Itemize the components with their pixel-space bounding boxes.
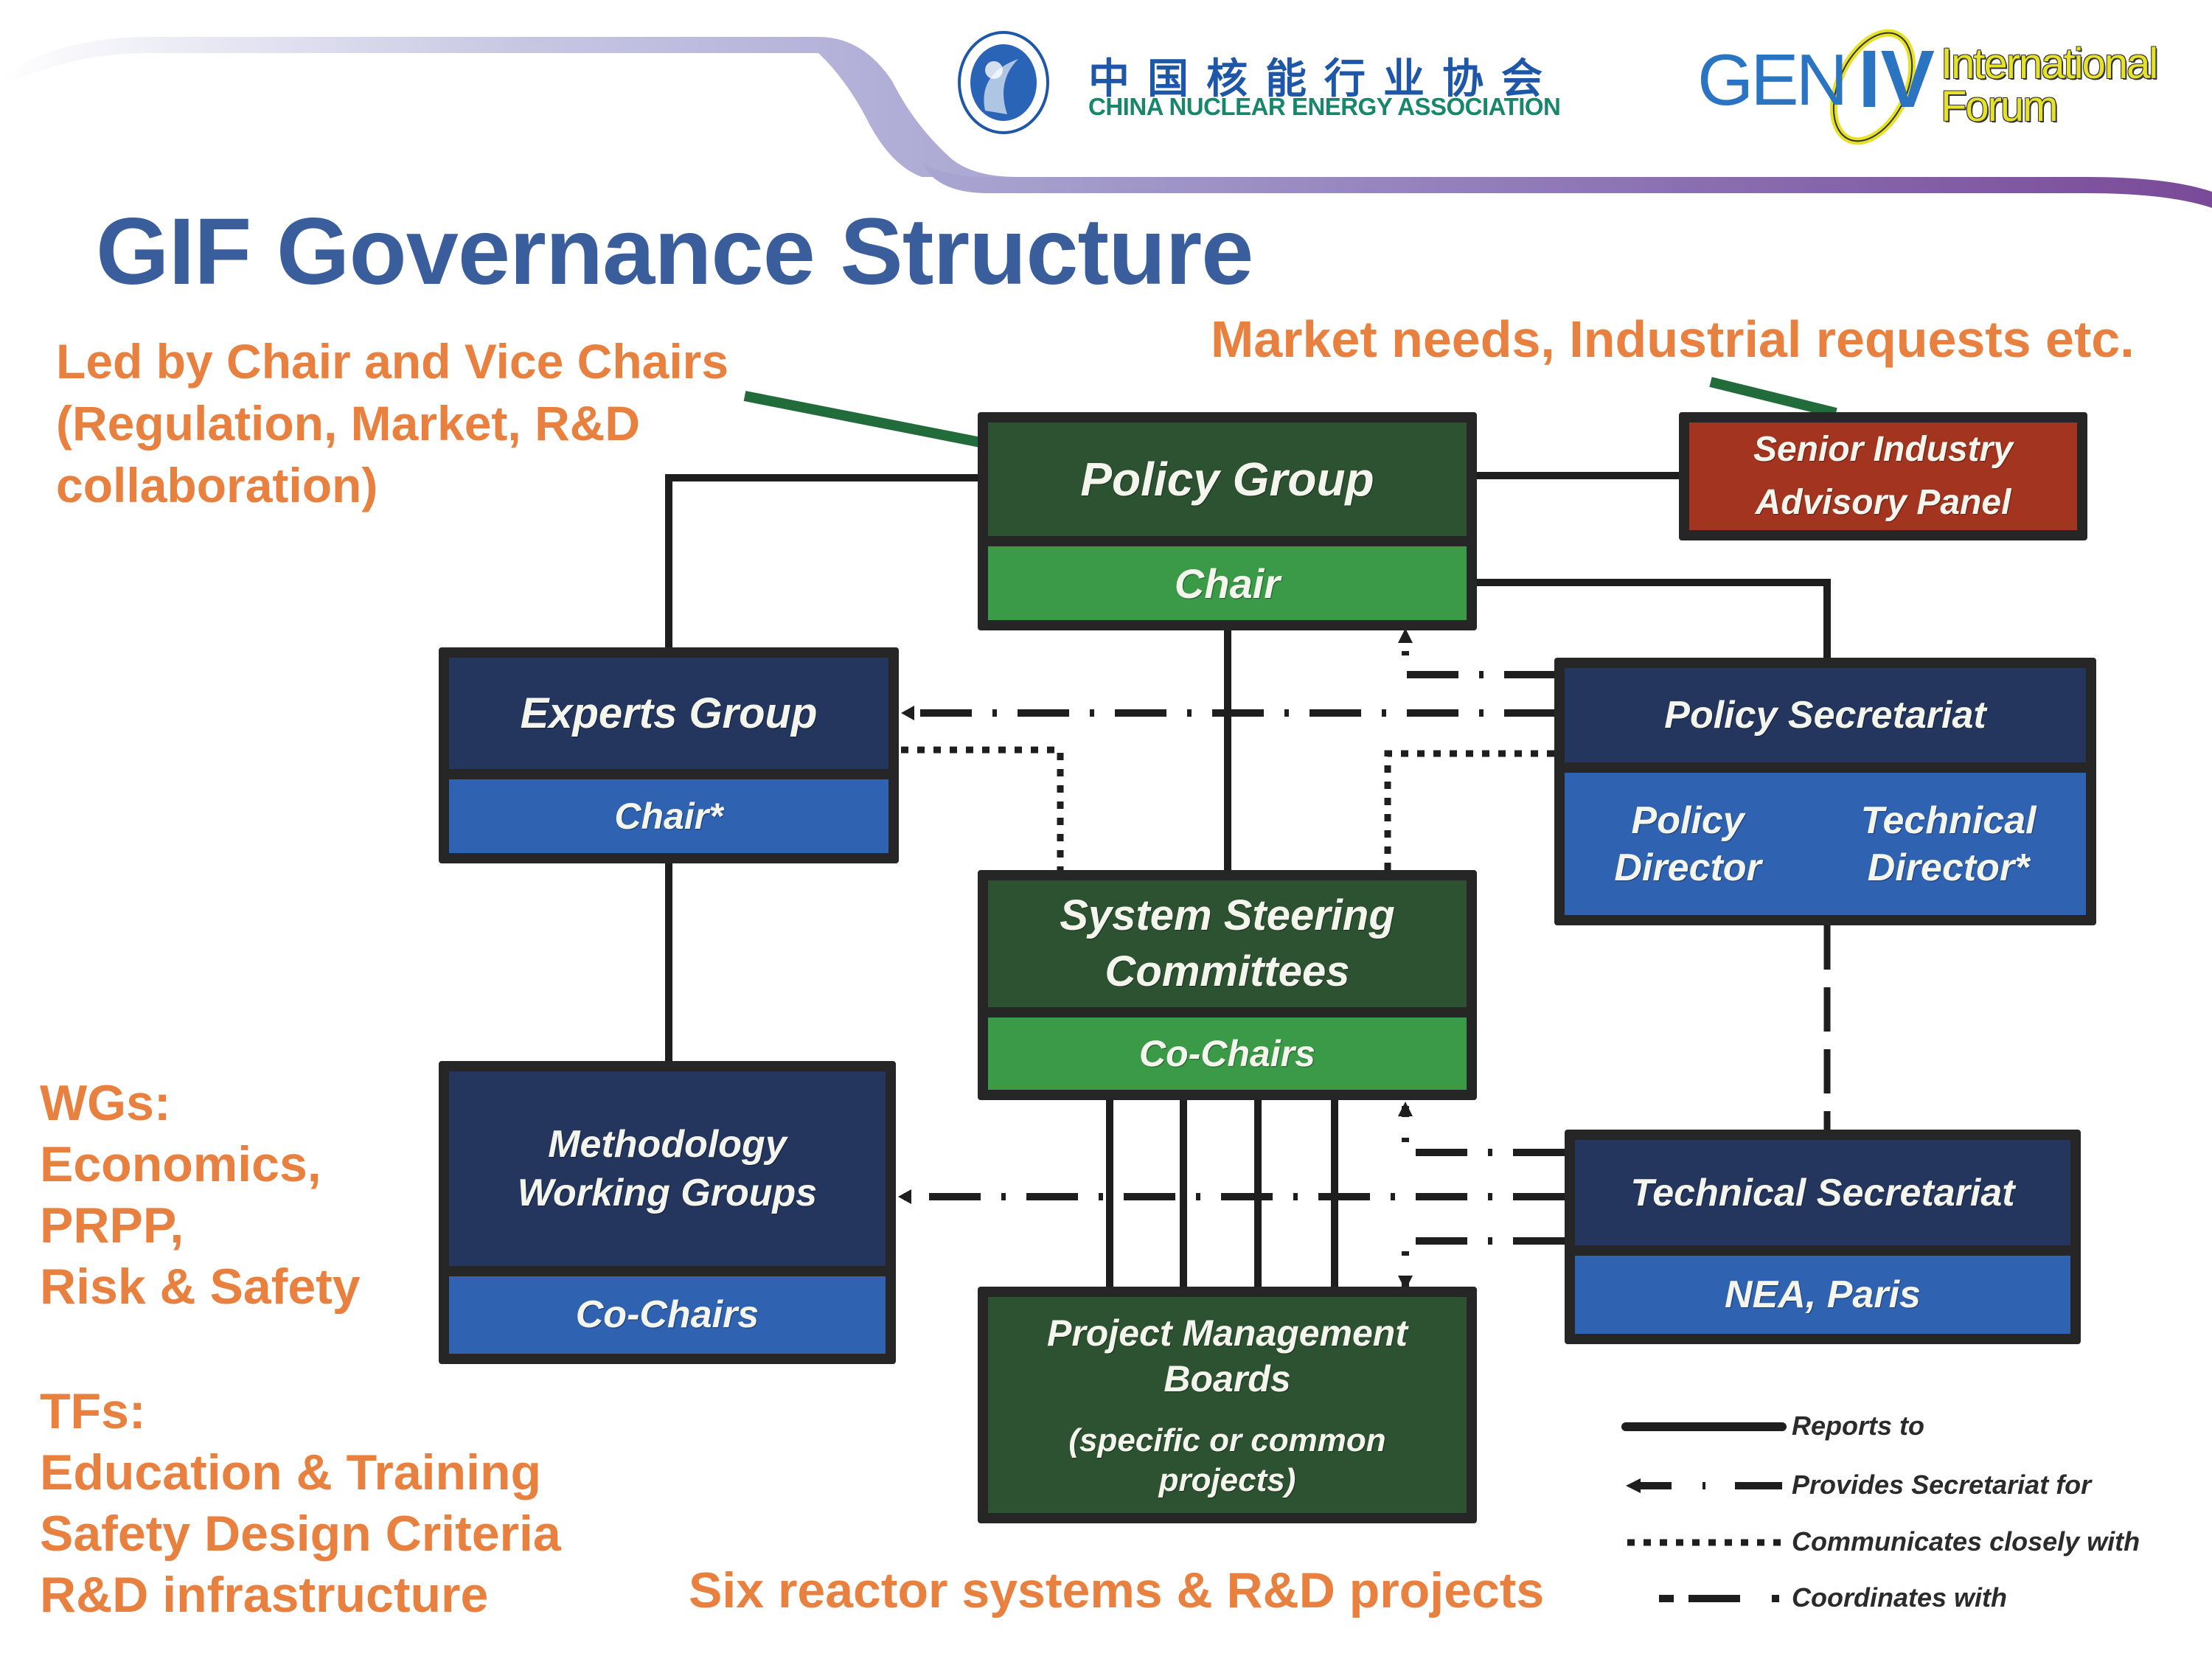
annotation-line: PRPP, [40,1197,184,1253]
arrowhead-policy-group [1398,628,1413,643]
technical-secretariat-title: Technical Secretariat [1575,1140,2070,1246]
senior-industry-label: Senior Industry Advisory Panel [1689,422,2077,530]
system-steering-committees-box[interactable]: System Steering Committees Co-Chairs [978,870,1477,1100]
gif-ring-icon [1829,29,1916,145]
pmb-line4: projects) [1158,1461,1296,1498]
cnea-name-chinese: 中国核能行业协会 [1088,55,1560,103]
cnea-name-english: CHINA NUCLEAR ENERGY ASSOCIATION [1088,93,1561,120]
arrowhead-ssc [1398,1102,1413,1116]
pmb-line3: (specific or common [1068,1422,1386,1458]
pmb-line1: Project Management [1046,1312,1408,1354]
methodology-working-groups-box[interactable]: Methodology Working Groups Co-Chairs [439,1061,896,1364]
page-title: GIF Governance Structure [96,199,1253,305]
divider [988,1006,1467,1018]
methodology-co-chairs: Co-Chairs [449,1276,886,1354]
project-management-boards-box[interactable]: Project Management Boards (specific or c… [978,1287,1477,1523]
annotation-line: (Regulation, Market, R&D [56,396,641,451]
swoosh-left [0,37,1018,177]
methodology-title: Methodology Working Groups [449,1071,886,1266]
ssc-title: System Steering Committees [988,880,1467,1007]
annotation-working-groups: WGs: Economics, PRPP, Risk & Safety [40,1073,361,1318]
annotation-line: TFs: [40,1383,146,1439]
line-tech-sec-to-ssc [1402,1106,1565,1156]
gif-logo-gen: GEN [1697,39,1848,120]
legend-label-reports-to: Reports to [1792,1411,1924,1441]
divider [1565,762,2086,773]
annotation-reactor-systems: Six reactor systems & R&D projects [689,1562,1545,1618]
policy-director-line1: Policy [1631,799,1745,842]
annotation-line: Safety Design Criteria [40,1506,561,1562]
technical-director-line1: Technical [1860,799,2037,842]
callout-line-market [1709,377,1837,418]
legend-label-communicates: Communicates closely with [1792,1526,2140,1557]
divider [449,768,888,779]
annotation-line: WGs: [40,1075,171,1131]
arrowhead-experts [901,706,914,720]
gif-logo-text: International Forum [1941,40,2158,131]
divider [988,536,1467,547]
callout-line-leadership [743,391,982,448]
policy-director-line2: Director [1614,846,1761,889]
line-secretariat-to-policy [1475,579,1831,660]
annotation-line: Risk & Safety [40,1259,361,1315]
legend-swatch-dash-dot-arrow [1626,1478,1782,1493]
line-tech-sec-to-pmb [1402,1237,1565,1287]
annotation-line: R&D infrastructure [40,1567,489,1623]
senior-industry-panel-box[interactable]: Senior Industry Advisory Panel [1679,412,2087,540]
policy-group-box[interactable]: Policy Group Chair [978,412,1477,630]
technical-secretariat-location: NEA, Paris [1575,1256,2070,1334]
divider [449,1265,886,1276]
legend-swatches [1621,1422,1787,1602]
gif-logo-line1: International [1941,40,2158,88]
policy-secretariat-directors: Policy Director Technical Director* [1565,773,2086,915]
ssc-co-chairs: Co-Chairs [988,1017,1467,1090]
policy-secretariat-box[interactable]: Policy Secretariat Policy Director Techn… [1554,658,2096,925]
technical-director-line2: Director* [1867,846,2030,889]
gif-logo-line2: Forum [1941,83,2059,131]
methodology-line1: Methodology [548,1122,787,1166]
senior-industry-line1: Senior Industry [1753,430,2014,469]
annotation-market: Market needs, Industrial requests etc. [1211,310,2135,368]
experts-group-chair: Chair* [449,779,888,853]
header-banner-swoosh [0,37,2212,208]
annotation-line: Education & Training [40,1444,542,1500]
swoosh-right [922,162,2212,208]
legend-label-coordinates: Coordinates with [1792,1582,2008,1613]
policy-group-title: Policy Group [988,422,1467,537]
cnea-emblem-icon [958,31,1049,134]
annotation-leadership: Led by Chair and Vice Chairs (Regulation… [56,330,728,516]
line-policy-sec-to-policy-group [1402,636,1556,678]
annotation-line: Economics, [40,1136,321,1192]
line-experts-ssc-dotted [901,746,1064,870]
pmb-label: Project Management Boards (specific or c… [988,1297,1467,1513]
pmb-line2: Boards [1164,1357,1291,1399]
methodology-line2: Working Groups [517,1171,818,1214]
arrowhead-methodology [898,1189,911,1204]
experts-group-title: Experts Group [449,658,888,769]
line-policysec-ssc-dotted [1384,750,1554,870]
policy-director: Policy Director [1614,797,1761,891]
gif-logo-iv: IV [1858,34,1935,125]
legend-label-provides-secretariat: Provides Secretariat for [1792,1470,2092,1500]
experts-group-box[interactable]: Experts Group Chair* [439,647,899,863]
policy-group-chair: Chair [988,546,1467,620]
technical-secretariat-box[interactable]: Technical Secretariat NEA, Paris [1565,1130,2081,1344]
annotation-task-forces: TFs: Education & Training Safety Design … [40,1381,561,1626]
legend: Reports to Provides Secretariat for Comm… [1618,1405,2194,1618]
ssc-line2: Committees [1105,947,1350,995]
divider [1575,1245,2070,1256]
technical-director: Technical Director* [1861,797,2037,891]
senior-industry-line2: Advisory Panel [1755,483,2011,522]
annotation-line: collaboration) [56,458,378,512]
ssc-line1: System Steering [1060,891,1395,939]
annotation-line: Led by Chair and Vice Chairs [56,334,729,389]
policy-secretariat-title: Policy Secretariat [1565,668,2086,763]
